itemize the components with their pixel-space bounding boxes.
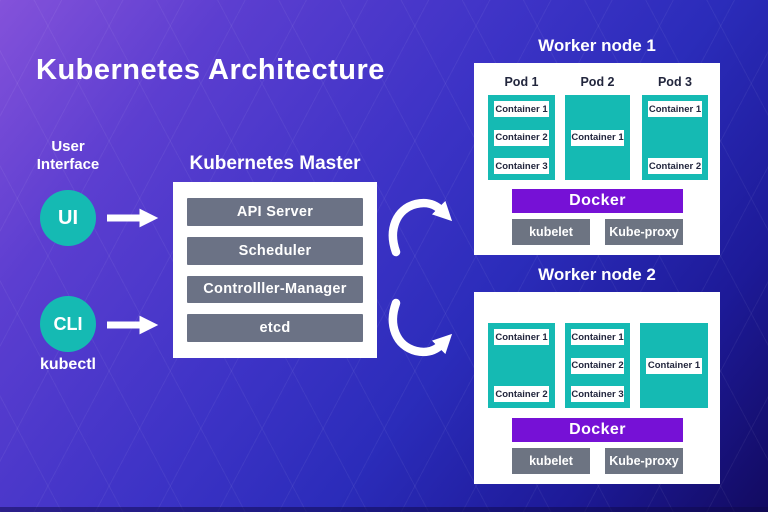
cli-to-master-arrow-icon [107,315,159,335]
container: Container 1 [571,329,624,345]
worker2-docker-bar: Docker [512,418,683,442]
master-to-worker1-curved-arrow-icon [388,198,453,257]
pod2-label: Pod 2 [580,75,615,89]
pod1-box: Container 1 Container 2 Container 3 [488,95,555,180]
container: Container 1 [646,357,702,374]
pod1-label: Pod 1 [504,75,539,89]
ui-to-master-arrow-icon [107,208,159,228]
pod3-label: Pod 3 [657,75,693,89]
container: Container 2 [494,129,549,146]
container: Container 1 [648,101,702,117]
worker2-kubelet: kubelet [512,448,590,474]
master-component-controller-manager: Controlller-Manager [187,275,363,304]
master-component-etcd: etcd [187,314,363,342]
worker1-pod2: Pod 2 Container 1 [565,75,630,180]
pod3-box: Container 1 Container 2 [642,95,708,180]
cli-node-label: CLI [53,313,83,334]
worker1-heading: Worker node 1 [538,36,656,55]
container: Container 3 [571,386,624,402]
master-heading: Kubernetes Master [189,153,361,174]
pod2-box: Container 1 [565,95,630,180]
worker2-heading: Worker node 2 [538,265,656,284]
ui-node-label: UI [58,206,78,229]
master-component-api-server: API Server [187,198,363,226]
worker2-kube-proxy: Kube-proxy [605,448,683,474]
worker1-kubelet: kubelet [512,219,590,245]
worker1-docker-bar: Docker [512,189,683,213]
worker2-box: Container 1 Container 2 Container 1 Cont… [474,292,720,484]
master-to-worker2-curved-arrow-icon [388,298,453,357]
cli-node: CLI [40,296,96,352]
user-interface-label: User Interface [36,138,100,174]
worker2-pod3: Container 1 [640,323,708,408]
container: Container 2 [494,386,549,402]
container: Container 1 [571,129,624,146]
worker1-box: Pod 1 Container 1 Container 2 Container … [474,63,720,255]
kubectl-label: kubectl [39,356,96,373]
worker2-pod2: Container 1 Container 2 Container 3 [565,323,630,408]
container: Container 3 [494,158,549,174]
master-box: API Server Scheduler Controlller-Manager… [173,182,377,358]
container: Container 1 [494,329,549,345]
container: Container 2 [571,357,624,374]
worker1-kube-proxy: Kube-proxy [605,219,683,245]
worker2-pod1: Container 1 Container 2 [488,323,555,408]
worker1-pod3: Pod 3 Container 1 Container 2 [642,75,708,180]
page-title: Kubernetes Architecture [36,54,385,86]
pod-box: Container 1 Container 2 Container 3 [565,323,630,408]
worker1-pod1: Pod 1 Container 1 Container 2 Container … [488,75,555,180]
ui-node: UI [40,190,96,246]
bottom-edge-strip [0,507,768,512]
pod-box: Container 1 [640,323,708,408]
pod-box: Container 1 Container 2 [488,323,555,408]
master-component-scheduler: Scheduler [187,236,363,265]
container: Container 2 [648,158,702,174]
container: Container 1 [494,101,549,117]
